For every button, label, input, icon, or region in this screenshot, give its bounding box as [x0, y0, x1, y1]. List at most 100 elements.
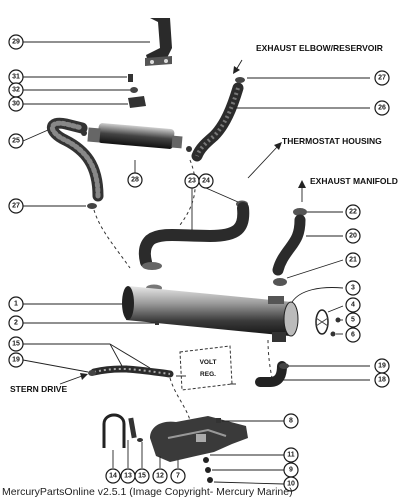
copyright-footer: MercuryPartsOnline v2.5.1 (Image Copyrig… [2, 486, 293, 498]
callout-25: 25 [8, 133, 24, 149]
svg-text:25: 25 [12, 138, 20, 145]
svg-text:19: 19 [12, 357, 20, 364]
svg-text:9: 9 [289, 467, 293, 474]
svg-text:14: 14 [109, 473, 117, 480]
svg-text:4: 4 [351, 302, 355, 309]
volt-label: VOLT [200, 359, 217, 366]
callout-30: 30 [8, 96, 24, 112]
callout-11: 11 [283, 447, 299, 463]
fastener-part [205, 467, 211, 473]
stern-drive-label: STERN DRIVE [10, 384, 67, 394]
svg-text:3: 3 [351, 285, 355, 292]
callout-26: 26 [374, 100, 390, 116]
arrow-head [80, 373, 88, 380]
hose-ribbing [93, 367, 171, 375]
svg-text:15: 15 [138, 473, 146, 480]
hose-part [272, 214, 306, 276]
clamp-part [235, 77, 245, 83]
leader-line [286, 259, 344, 279]
callout-4: 4 [345, 297, 361, 313]
callout-2: 2 [8, 315, 24, 331]
callout-27-left: 27 [8, 198, 24, 214]
callout-22: 22 [345, 204, 361, 220]
cooler-part [81, 123, 192, 152]
mounting-bracket-part [150, 416, 248, 462]
callout-27-right: 27 [374, 70, 390, 86]
arrow-line [59, 375, 83, 385]
clamp-part [279, 363, 289, 369]
callout-21: 21 [345, 252, 361, 268]
hose-ribbing [49, 120, 101, 199]
svg-text:23: 23 [188, 178, 196, 185]
svg-text:32: 32 [12, 87, 20, 94]
fastener-part [203, 457, 209, 463]
arrow-line [247, 145, 279, 179]
leader-line [205, 187, 239, 203]
arrow-head [233, 66, 240, 74]
svg-text:21: 21 [349, 257, 357, 264]
callout-29: 29 [8, 34, 24, 50]
svg-text:6: 6 [351, 332, 355, 339]
svg-text:27: 27 [378, 75, 386, 82]
svg-text:11: 11 [287, 452, 295, 459]
svg-text:18: 18 [378, 377, 386, 384]
callout-6: 6 [345, 327, 361, 343]
svg-text:22: 22 [349, 209, 357, 216]
svg-text:28: 28 [131, 177, 139, 184]
clamp-part [142, 262, 162, 270]
svg-text:31: 31 [12, 74, 20, 81]
svg-text:24: 24 [202, 178, 210, 185]
leader-line [109, 343, 123, 367]
routing-line [169, 377, 191, 421]
hose-part [191, 82, 244, 162]
routing-line [267, 339, 273, 379]
callout-28: 28 [127, 172, 143, 188]
callout-23: 23 [184, 173, 200, 189]
exhaust-elbow-label: EXHAUST ELBOW/RESERVOIR [256, 43, 383, 53]
exhaust-manifold-label: EXHAUST MANIFOLD [310, 176, 398, 186]
main-tube-part [122, 286, 299, 342]
callout-7: 7 [170, 468, 186, 484]
callout-15-left: 15 [8, 336, 24, 352]
svg-text:29: 29 [12, 39, 20, 46]
svg-text:12: 12 [156, 473, 164, 480]
callout-12: 12 [152, 468, 168, 484]
svg-text:1: 1 [14, 301, 18, 308]
svg-text:15: 15 [12, 341, 20, 348]
hose-part [138, 202, 250, 268]
leader-line [327, 305, 344, 313]
callout-14: 14 [105, 468, 121, 484]
clamp-part [87, 203, 97, 209]
u-bolt-part [102, 413, 143, 448]
voltage-regulator-outline [176, 345, 236, 391]
svg-text:20: 20 [349, 233, 357, 240]
callout-5: 5 [345, 312, 361, 328]
hardware-parts [128, 74, 146, 108]
callout-24: 24 [198, 173, 214, 189]
callout-15-bottom: 15 [134, 468, 150, 484]
callout-9: 9 [283, 462, 299, 478]
svg-text:10: 10 [287, 481, 295, 488]
svg-text:26: 26 [378, 105, 386, 112]
callout-3: 3 [345, 280, 361, 296]
fastener-part [207, 477, 213, 483]
arrow-head [298, 180, 306, 188]
fastener-part [216, 418, 221, 423]
callout-19-right: 19 [374, 358, 390, 374]
hose-part [255, 361, 287, 387]
end-cover-part [315, 309, 341, 337]
callout-31: 31 [8, 69, 24, 85]
callout-19-left: 19 [8, 352, 24, 368]
leader-line [213, 481, 285, 485]
leader-line [22, 359, 89, 373]
svg-text:2: 2 [14, 320, 18, 327]
leader-line [22, 129, 49, 142]
clamp-part [273, 278, 287, 286]
svg-text:13: 13 [124, 473, 132, 480]
callout-1: 1 [8, 296, 24, 312]
reg-label: REG. [200, 371, 216, 378]
callout-18: 18 [374, 372, 390, 388]
svg-text:19: 19 [378, 363, 386, 370]
callout-20: 20 [345, 228, 361, 244]
